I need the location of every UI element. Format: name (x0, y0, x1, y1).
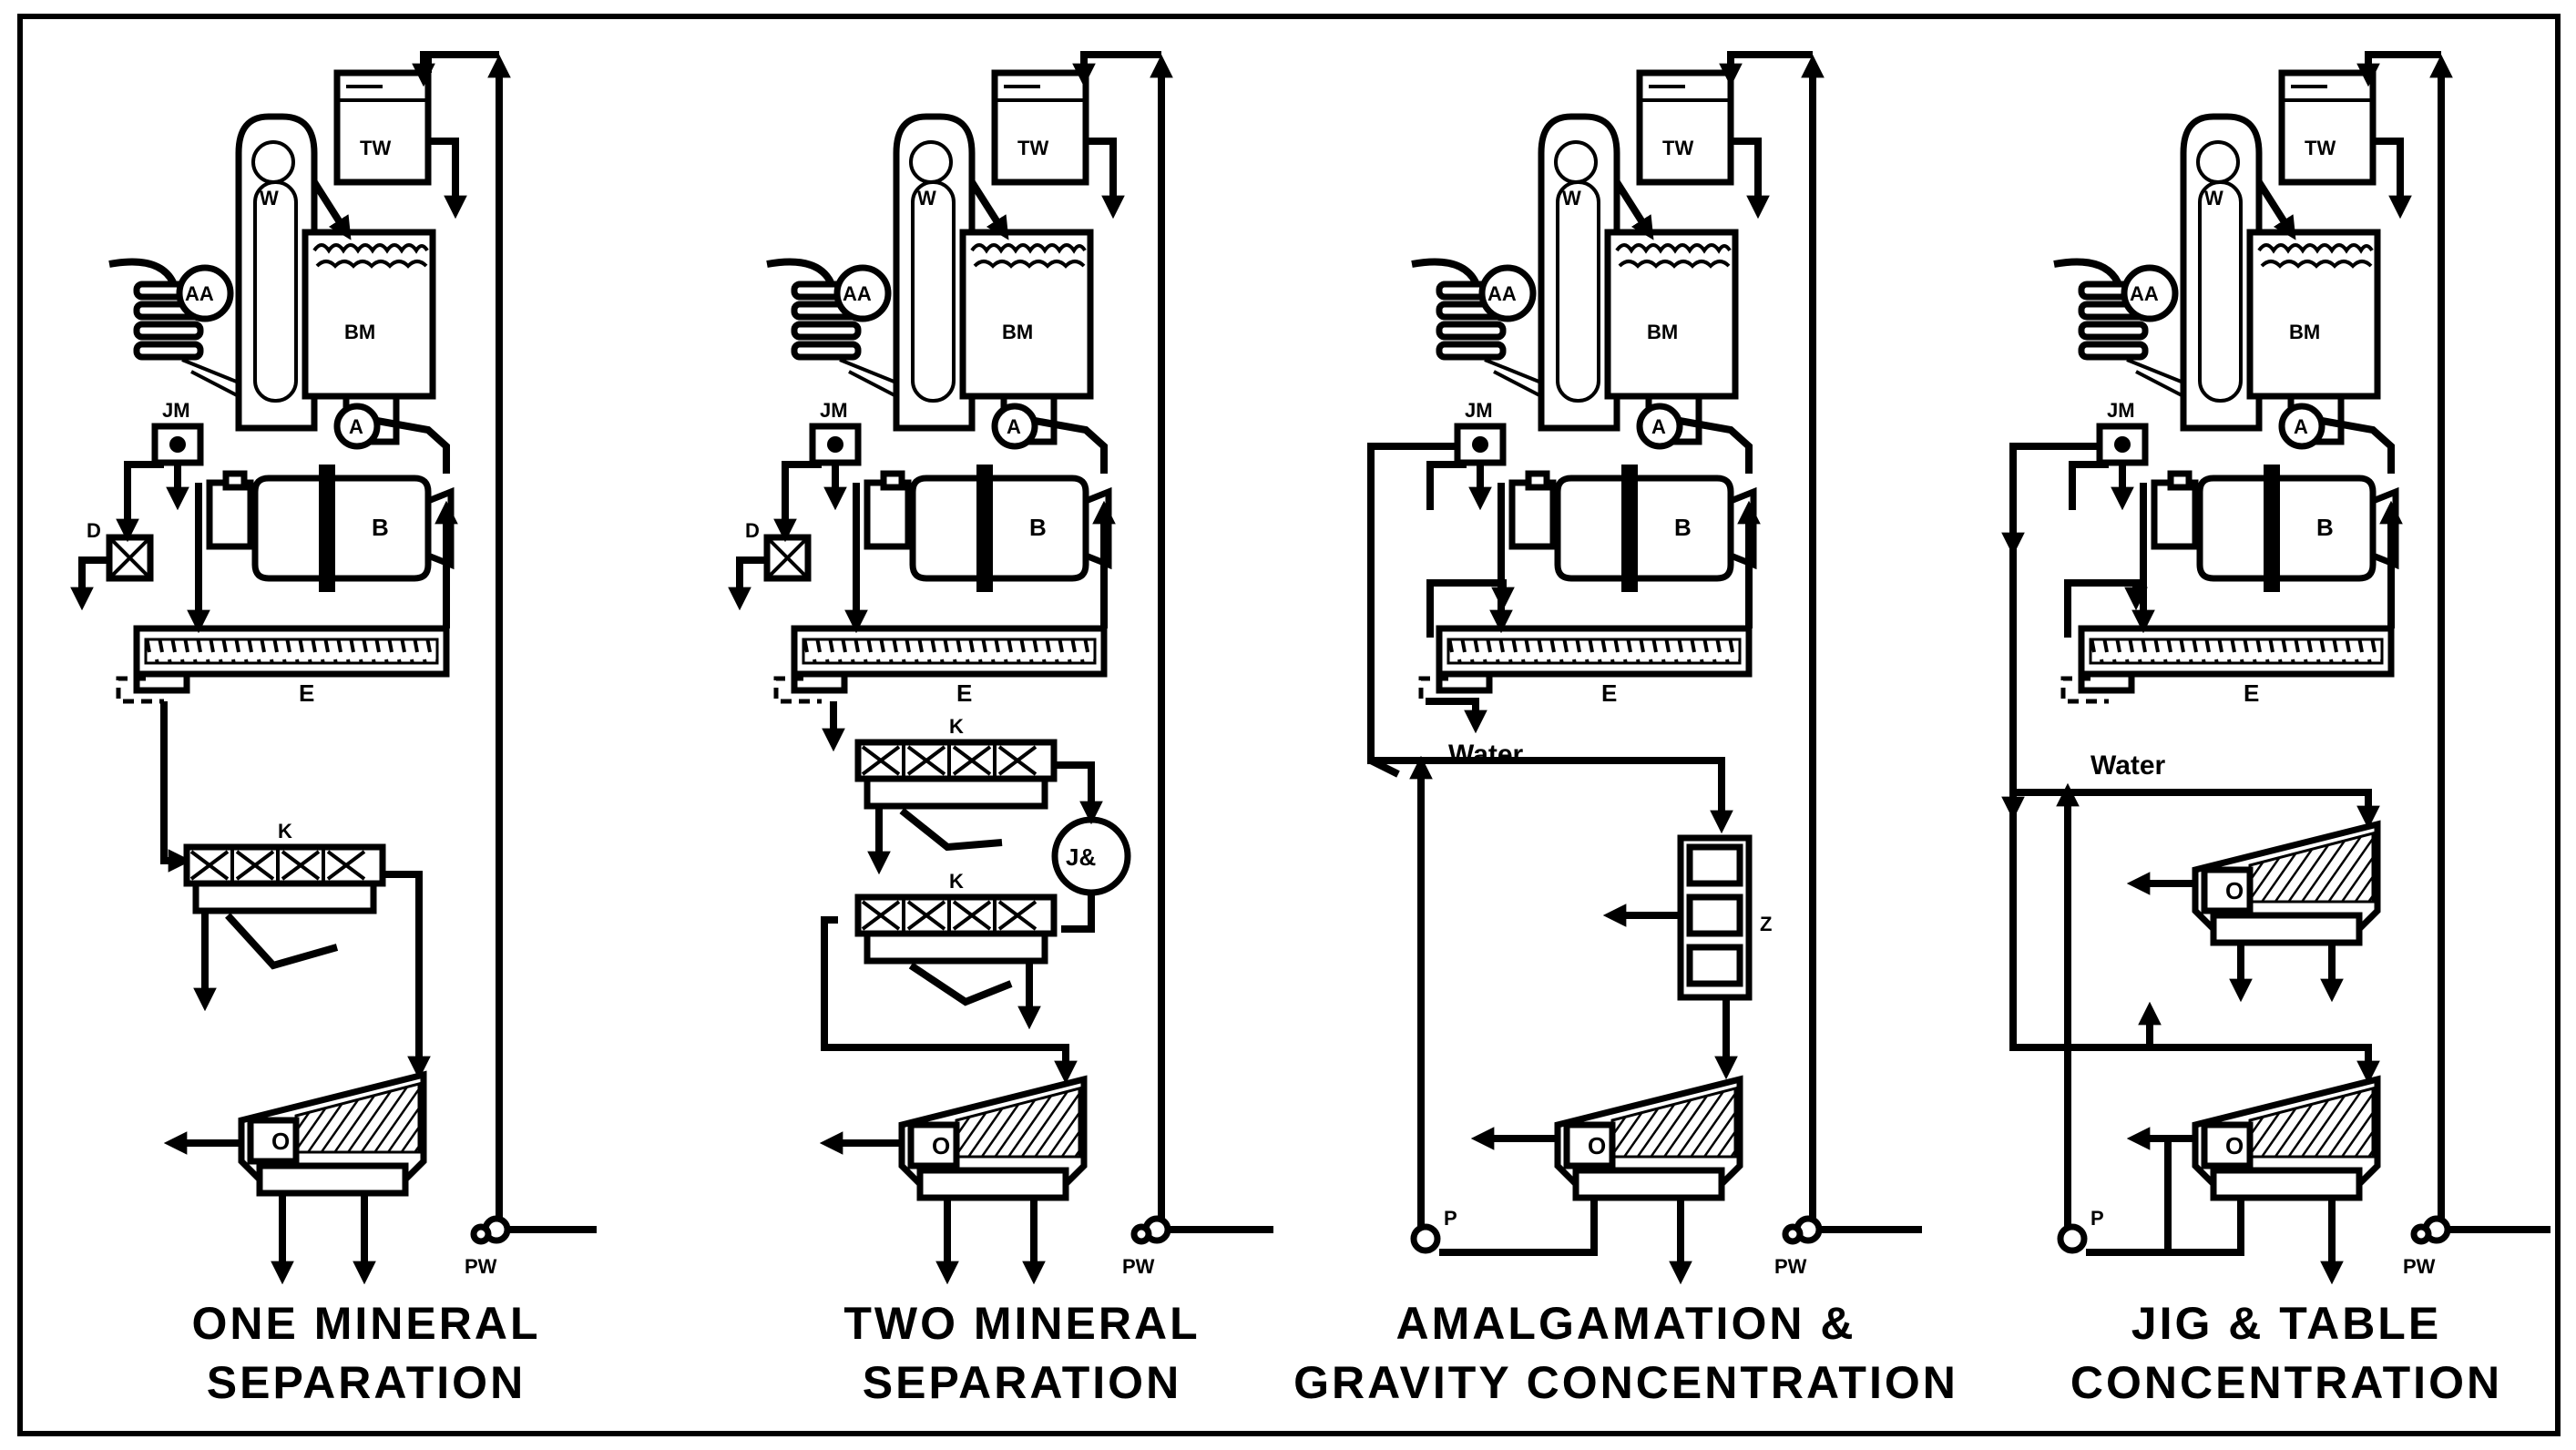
jig-label-2a: K (949, 715, 964, 738)
panel-one-mineral: D K O PW (70, 51, 597, 1285)
pump-water-label-2: PW (1122, 1255, 1155, 1278)
caption-panel4-line2: CONCENTRATION (2070, 1357, 2502, 1408)
panel-amalgamation: Water Z O P PW (1367, 51, 1922, 1285)
caption-panel1-line2: SEPARATION (207, 1357, 526, 1408)
outer-frame (17, 14, 2561, 1436)
dryer-label: D (87, 519, 101, 542)
table-label-4b: O (2225, 1132, 2244, 1159)
captions: ONE MINERAL SEPARATION TWO MINERAL SEPAR… (192, 1298, 2502, 1408)
amalgam-plate: Z (1677, 834, 1772, 1001)
amalgam-label: Z (1760, 913, 1772, 935)
pump-label-4: P (2090, 1207, 2104, 1230)
jig-label-2b: K (949, 870, 964, 893)
jig-pump-label: J& (1066, 843, 1096, 871)
water-label-3: Water (1448, 740, 1524, 770)
table-label-4a: O (2225, 877, 2244, 904)
pump-water-label-3: PW (1774, 1255, 1807, 1278)
jig-label-1: K (278, 820, 292, 842)
table-label-1: O (271, 1128, 290, 1155)
water-label-4: Water (2090, 751, 2166, 781)
caption-panel2-line2: SEPARATION (863, 1357, 1181, 1408)
table-label-2: O (932, 1132, 950, 1159)
pump-water-label-4: PW (2403, 1255, 2436, 1278)
dryer-label-2: D (745, 519, 760, 542)
pump-label-3: P (1444, 1207, 1457, 1230)
pump-water-label-1: PW (465, 1255, 497, 1278)
caption-panel3-line2: GRAVITY CONCENTRATION (1293, 1357, 1958, 1408)
caption-panel1-line1: ONE MINERAL (192, 1298, 541, 1349)
caption-panel3-line1: AMALGAMATION & (1396, 1298, 1856, 1349)
caption-panel2-line1: TWO MINERAL (843, 1298, 1200, 1349)
panel-two-mineral: D K J& K O PW (728, 51, 1273, 1285)
panel-jig-table: Water O O P PW (2001, 51, 2550, 1285)
table-label-3: O (1588, 1132, 1606, 1159)
caption-panel4-line1: JIG & TABLE (2131, 1298, 2441, 1349)
